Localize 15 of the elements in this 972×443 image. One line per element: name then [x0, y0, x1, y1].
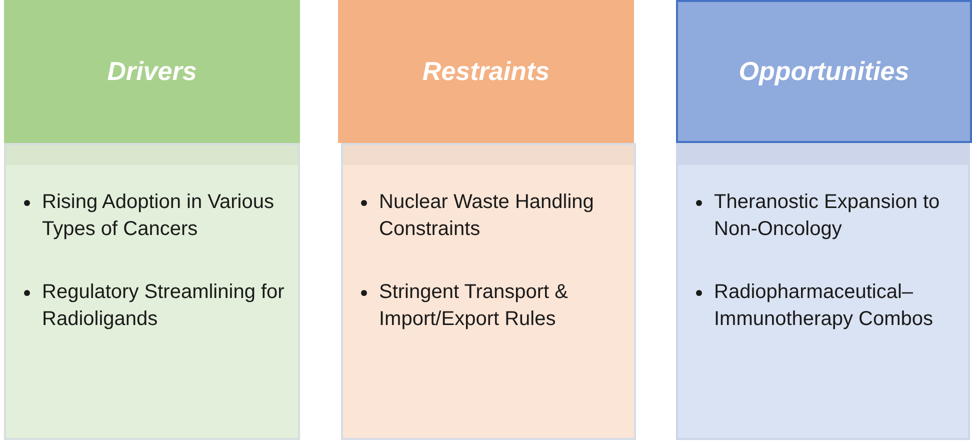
bullet-text: Nuclear Waste Handling Constraints	[379, 190, 595, 242]
bullet-text: Rising Adoption in Various Types of Cancers	[42, 190, 275, 242]
category-header	[338, 0, 634, 143]
content-panel	[341, 143, 636, 440]
bullet-text: Stringent Transport & Import/Export Rules	[379, 280, 569, 332]
category-header	[676, 0, 972, 143]
category-header	[4, 0, 300, 143]
bullet-text: Radiopharmaceutical–Immunotherapy Combos	[714, 280, 934, 332]
header-title: Restraints	[422, 56, 550, 87]
header-title: Drivers	[107, 56, 197, 87]
content-panel	[4, 143, 300, 440]
bullet-text: Theranostic Expansion to Non-Oncology	[714, 190, 941, 242]
content-panel	[676, 143, 970, 440]
header-title: Opportunities	[738, 56, 910, 87]
bullet-text: Regulatory Streamlining for Radioligands	[42, 280, 286, 332]
